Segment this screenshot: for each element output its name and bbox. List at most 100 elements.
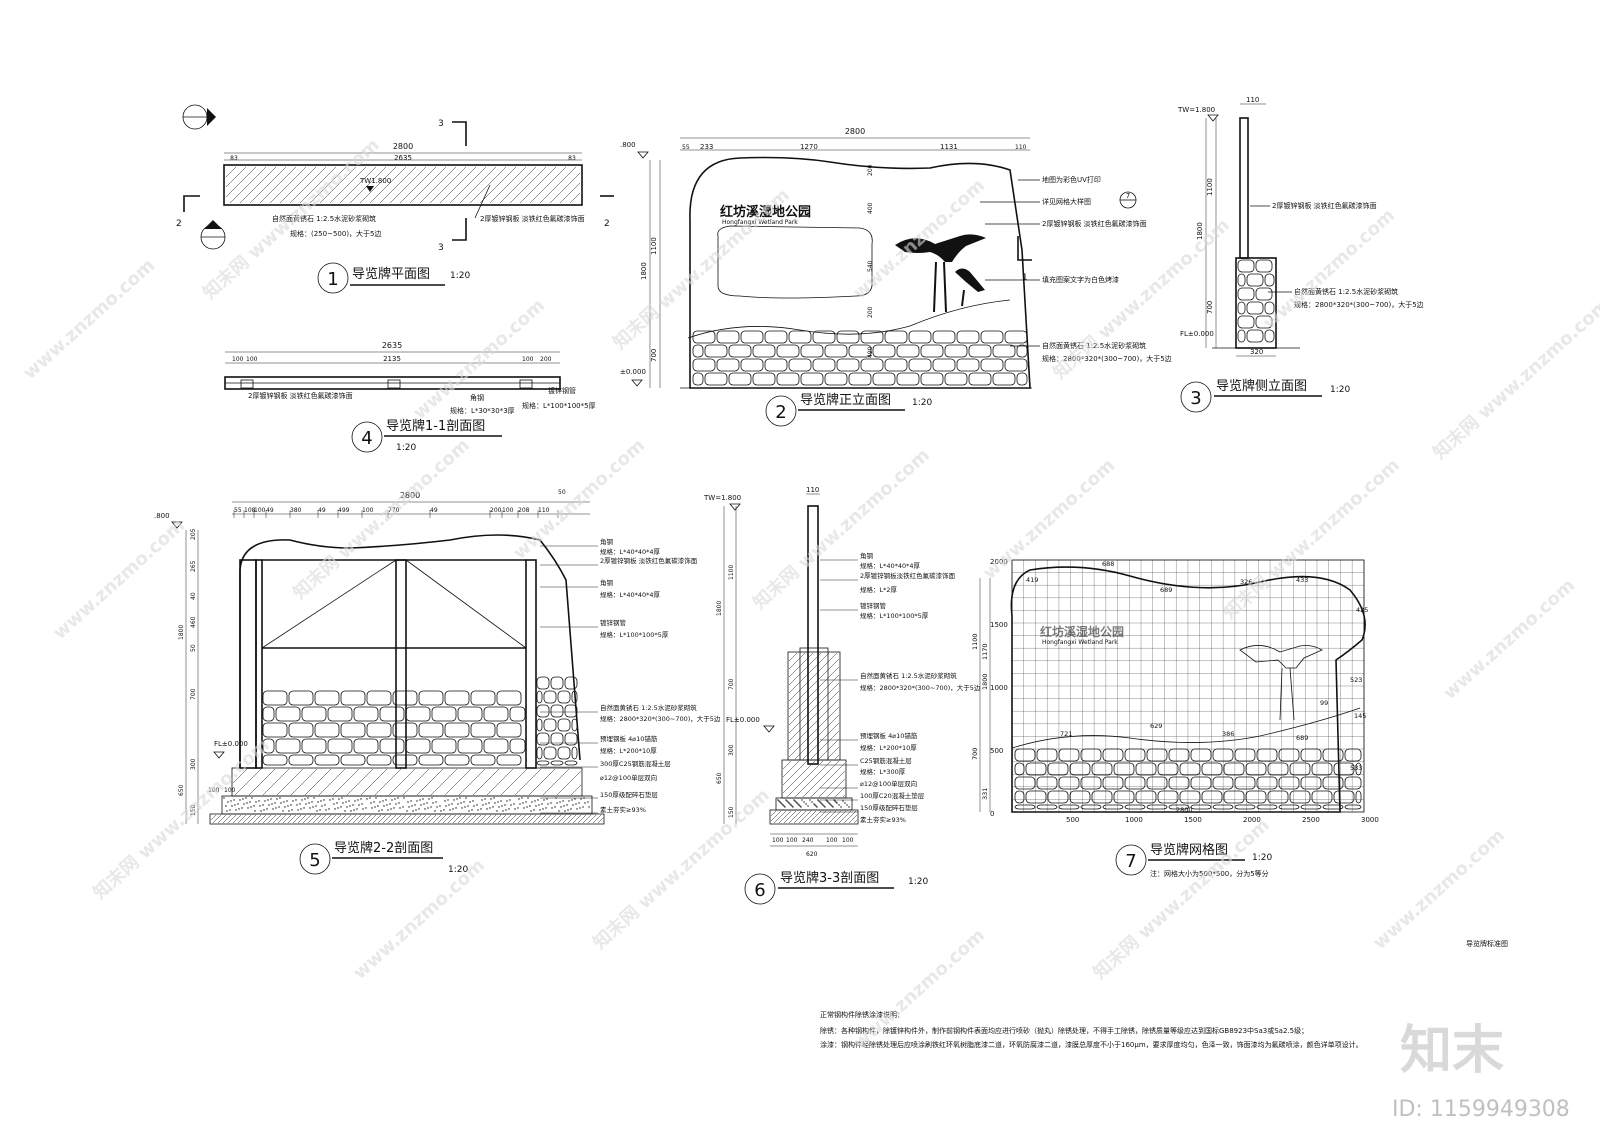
s22-dim-top-2: 100 xyxy=(254,507,266,514)
grid-left-dim-1: 1800 xyxy=(981,673,989,690)
general-notes: 正常钢构件除锈涂漆说明： 除锈：各种钢构件，除镀锌构件外，制作前钢构件表面均应进… xyxy=(820,1010,1363,1049)
side-level-base: FL±0.000 xyxy=(1180,330,1214,338)
s11-dim-b: 100 xyxy=(246,356,258,363)
s22-dim-top-14: 50 xyxy=(558,489,566,496)
grid-x-tick-5: 3000 xyxy=(1361,816,1379,824)
side-elevation: TW=1.800 110 1100 1800 700 FL±0.000 320 … xyxy=(1177,96,1424,413)
s22-dim-top-3: 49 xyxy=(266,507,274,514)
notes-line-2: 涂漆：钢构件经除锈处理后应喷涂刷铁红环氧树脂底漆二道，环氧防腐漆二道，漆膜总厚度… xyxy=(820,1040,1363,1049)
s22-dim-left-0: 1800 xyxy=(178,625,185,640)
grid-curve-dim-3: 326 xyxy=(1240,578,1252,586)
plan-dim-right: 83 xyxy=(568,155,576,162)
grid-view: 红坊溪湿地公园 Hongfangxi Wetland Park 20001500… xyxy=(971,558,1379,878)
plan-dim-total: 2800 xyxy=(393,142,413,151)
s22-dim-top-1: 108 xyxy=(244,507,256,514)
front-dim-m5: 490 xyxy=(867,346,874,358)
front-dim-1100: 1100 xyxy=(650,237,658,255)
s33-note-12: ⌀12@100单层双向 xyxy=(860,779,917,788)
watermark-text: www.znzmo.com xyxy=(1439,575,1579,704)
front-sign-name: 红坊溪湿地公园 xyxy=(720,204,811,220)
front-detail-ref: 7 xyxy=(1126,192,1130,200)
s33-dim-left-0: 1100 xyxy=(728,565,735,580)
front-dim-a: 55 xyxy=(682,144,690,151)
s33-note-4: 镀锌钢管 xyxy=(860,601,887,610)
s22-dim-top-13: 110 xyxy=(538,507,550,514)
front-dim-m2: 400 xyxy=(867,202,874,214)
grid-x-tick-3: 2000 xyxy=(1243,816,1261,824)
plan-dim-left: 83 xyxy=(230,155,238,162)
front-sec-mark: 1 xyxy=(1022,273,1028,283)
side-level-top: TW=1.800 xyxy=(1177,106,1215,114)
front-dim-m1: 200 xyxy=(867,164,874,176)
s22-note-2: 2厚镀锌钢板 淡铁红色氟碳漆饰面 xyxy=(600,556,698,565)
title-1: 导览牌平面图 xyxy=(352,266,430,282)
s22-note-0: 角钢 xyxy=(600,537,614,546)
s33-note-9: 规格：L*200*10厚 xyxy=(860,743,917,752)
s22-dim-left-2: 265 xyxy=(190,560,197,572)
grid-curve-dim-5: 425 xyxy=(1356,606,1368,614)
section-1-1: 2635 100 100 2135 100 200 2厚镀锌钢板 淡铁红色氟碳漆… xyxy=(224,341,596,453)
grid-sign-name: 红坊溪湿地公园 xyxy=(1040,624,1124,639)
view-arrow-icon xyxy=(207,108,216,126)
title-4: 导览牌1-1剖面图 xyxy=(386,418,485,434)
sec-mark-3b: 3 xyxy=(438,243,444,253)
grid-y-tick-3: 500 xyxy=(990,747,1003,755)
front-dim-m3: 540 xyxy=(867,260,874,272)
grid-curve-dim-14: 2800 xyxy=(1176,806,1193,814)
front-note-6: 规格：2800*320*(300~700)，大于5边 xyxy=(1042,354,1172,363)
s22-dim-top-0: 55 xyxy=(234,507,242,514)
scale-4: 1:20 xyxy=(396,443,416,453)
grid-curve-dim-10: 629 xyxy=(1150,722,1162,730)
title-6: 导览牌3-3剖面图 xyxy=(780,870,879,886)
s22-dim-left-4: 460 xyxy=(190,616,197,628)
title-num-3: 3 xyxy=(1190,388,1201,409)
watermark-text: 知末网 www.znzmo.com xyxy=(1219,454,1404,624)
plan-note-2: 规格：(250~500)，大于5边 xyxy=(290,229,382,238)
grid-curve-dim-4: 433 xyxy=(1296,576,1308,584)
s33-note-14: 150厚级配碎石垫层 xyxy=(860,803,918,812)
crane-silhouette-icon xyxy=(895,234,986,313)
s22-note-3: 角钢 xyxy=(600,578,614,587)
front-level-top: .800 xyxy=(620,141,636,149)
s11-note-4: 镀锌钢管 xyxy=(548,386,576,395)
front-note-4: 填充图案文字为白色烤漆 xyxy=(1042,275,1119,284)
view-arrow-icon xyxy=(204,220,222,229)
grid-x-tick-4: 2500 xyxy=(1302,816,1320,824)
side-dim-1800: 1800 xyxy=(1196,222,1204,240)
s33-dim-left-3: 300 xyxy=(728,744,735,756)
scale-1: 1:20 xyxy=(450,271,470,281)
s11-dim-a: 100 xyxy=(232,356,244,363)
watermark-text: www.znzmo.com xyxy=(349,855,489,984)
s22-dim-left-3: 40 xyxy=(190,592,197,600)
s22-dim-left-8: 650 xyxy=(178,784,185,796)
grid-y-tick-4: 0 xyxy=(990,810,994,818)
s22-dim-left-7: 300 xyxy=(190,758,197,770)
title-3: 导览牌侧立面图 xyxy=(1216,378,1307,394)
watermark-logo: 知末 xyxy=(1400,1021,1504,1081)
s22-dim-top-6: 499 xyxy=(338,507,350,514)
s22-dim-top-7: 100 xyxy=(362,507,374,514)
s22-note-7: 自然面黄锈石 1:2.5水泥砂浆砌筑 xyxy=(600,703,697,712)
watermark-text: 知末网 www.znzmo.com xyxy=(609,184,794,354)
grid-sign-en: Hongfangxi Wetland Park xyxy=(1042,639,1118,646)
grid-note: 注：网格大小为500*500，分为5等分 xyxy=(1150,869,1269,878)
s22-dim-top-4: 380 xyxy=(290,507,302,514)
s33-note-2: 2厚镀锌钢板淡铁红色氟碳漆饰面 xyxy=(860,571,956,580)
s33-note-15: 素土夯实≥93% xyxy=(860,815,906,824)
s22-note-6: 规格：L*100*100*5厚 xyxy=(600,630,669,639)
watermark-text: 知末网 www.znzmo.com xyxy=(289,434,474,604)
s11-note-3: 规格：L*30*30*3厚 xyxy=(450,406,515,415)
grid-left-dim-4: 331 xyxy=(981,788,989,800)
watermark-id: ID: 1159949308 xyxy=(1392,1097,1570,1122)
s33-note-13: 100厚C20混凝土垫层 xyxy=(860,791,925,800)
s33-level-top: TW=1.800 xyxy=(703,494,741,502)
s22-dim-left-9: 150 xyxy=(190,804,197,816)
front-note-5: 自然面黄锈石 1:2.5水泥砂浆砌筑 xyxy=(1042,341,1146,350)
side-dim-width: 320 xyxy=(1250,348,1263,356)
grid-curve-dim-13: 533 xyxy=(1350,764,1362,772)
s11-dim-total: 2635 xyxy=(382,341,402,350)
s33-dim-left-5: 150 xyxy=(728,806,735,818)
front-dim-d: 1131 xyxy=(940,143,958,151)
